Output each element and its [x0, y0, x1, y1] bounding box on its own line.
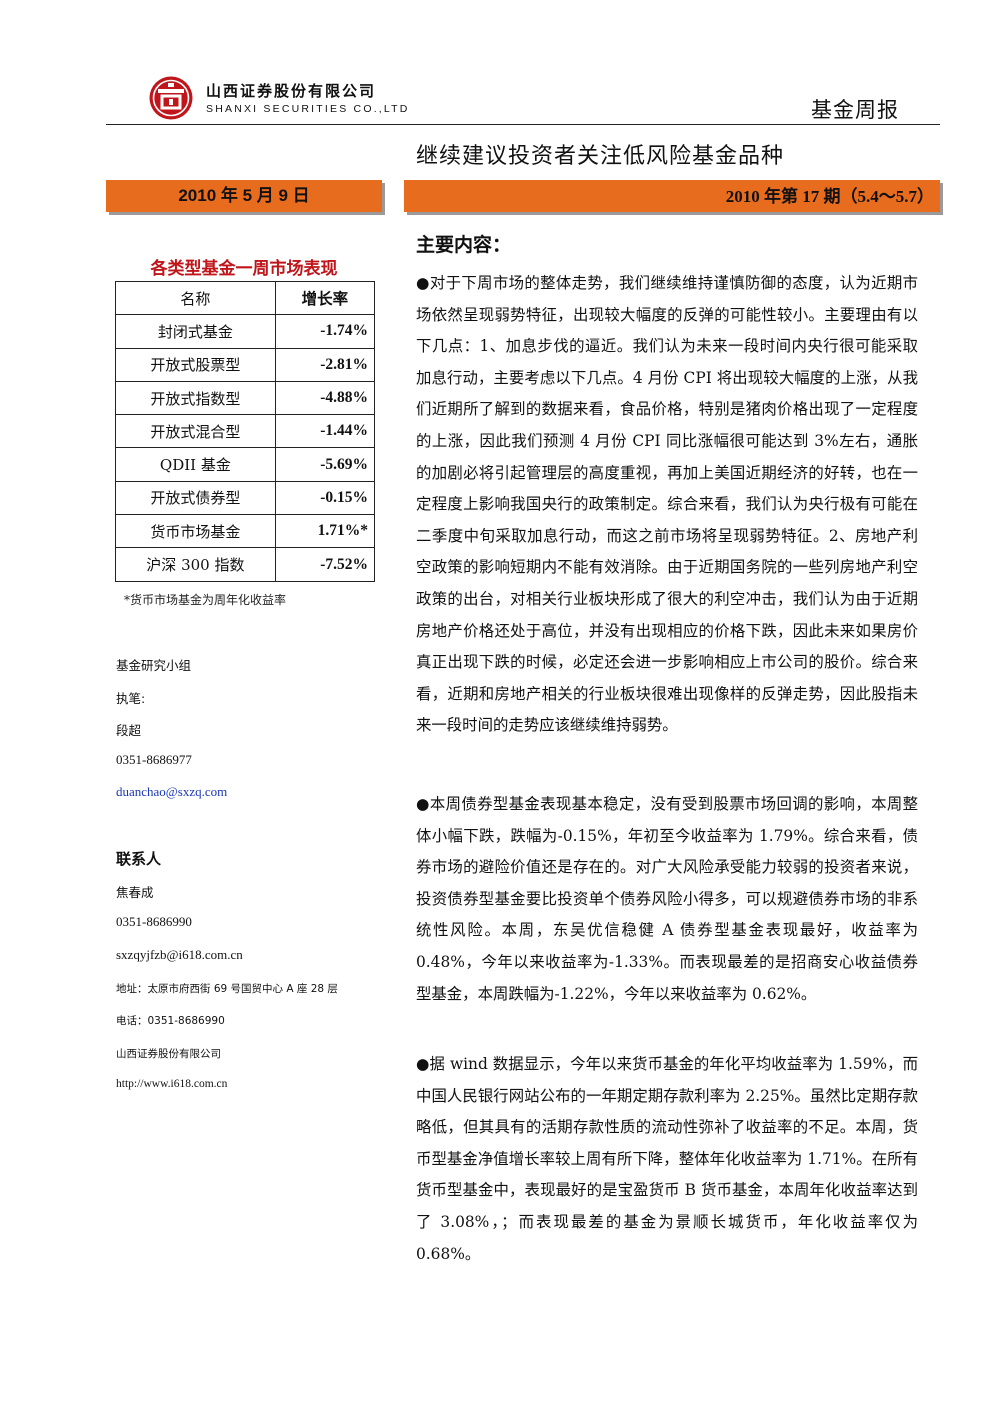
- company-name-cn: 山西证券股份有限公司: [206, 82, 377, 100]
- author-name: 段超: [116, 723, 142, 738]
- contact-heading: 联系人: [116, 850, 162, 868]
- table-title: 各类型基金一周市场表现: [150, 259, 338, 279]
- fund-type-rate: -5.69%: [274, 447, 376, 482]
- fund-type-name: 开放式指数型: [115, 380, 276, 416]
- author-label: 执笔:: [116, 691, 146, 706]
- company-tel: 电话：0351-8686990: [116, 1015, 225, 1027]
- table-row: 开放式股票型 -2.81%: [115, 347, 376, 382]
- column-header-name: 名称: [115, 280, 276, 316]
- fund-type-rate: -7.52%: [274, 547, 376, 582]
- table-header-row: 名称 增长率: [115, 280, 376, 316]
- report-type: 基金周报: [811, 98, 899, 122]
- table-row: 封闭式基金 -1.74%: [115, 314, 376, 349]
- table-row: 沪深 300 指数 -7.52%: [115, 547, 376, 582]
- bullet-icon: ●: [416, 274, 430, 292]
- company-name-footer: 山西证券股份有限公司: [116, 1048, 221, 1060]
- research-group: 基金研究小组: [116, 658, 192, 673]
- fund-type-rate: 1.71%*: [274, 514, 376, 549]
- fund-type-name: 开放式混合型: [115, 414, 276, 449]
- contact-email: sxzqyjfzb@i618.com.cn: [116, 947, 243, 962]
- column-header-rate: 增长率: [274, 280, 376, 316]
- fund-type-name: QDII 基金: [115, 447, 276, 482]
- fund-type-name: 开放式债券型: [115, 480, 276, 516]
- table-row: 开放式混合型 -1.44%: [115, 414, 376, 449]
- paragraph-text: 本周债券型基金表现基本稳定，没有受到股票市场回调的影响，本周整体小幅下跌，跌幅为…: [416, 795, 918, 1003]
- fund-type-rate: -2.81%: [274, 347, 376, 382]
- author-phone: 0351-8686977: [116, 752, 192, 767]
- paragraph-money-market: ●据 wind 数据显示，今年以来货币基金的年化平均收益率为 1.59%，而中国…: [416, 1049, 918, 1270]
- author-email-link[interactable]: duanchao@sxzq.com: [116, 784, 228, 799]
- report-title: 继续建议投资者关注低风险基金品种: [416, 144, 785, 169]
- bullet-icon: ●: [416, 795, 430, 813]
- company-logo-icon: [149, 76, 193, 120]
- table-footnote: *货币市场基金为周年化收益率: [124, 593, 287, 607]
- company-name-en: SHANXI SECURITIES CO.,LTD: [206, 103, 410, 115]
- content-heading: 主要内容：: [416, 234, 512, 256]
- table-row: 开放式指数型 -4.88%: [115, 380, 376, 416]
- company-address: 地址：太原市府西街 69 号国贸中心 A 座 28 层: [116, 983, 338, 995]
- fund-type-rate: -1.44%: [274, 414, 376, 449]
- fund-type-name: 封闭式基金: [115, 314, 276, 349]
- fund-type-name: 货币市场基金: [115, 514, 276, 549]
- table-row: 开放式债券型 -0.15%: [115, 480, 376, 516]
- paragraph-text: 据 wind 数据显示，今年以来货币基金的年化平均收益率为 1.59%，而中国人…: [416, 1055, 918, 1263]
- fund-type-rate: -0.15%: [274, 480, 376, 516]
- fund-performance-table: 名称 增长率 封闭式基金 -1.74% 开放式股票型 -2.81% 开放式指数型…: [115, 280, 376, 582]
- paragraph-bond-funds: ●本周债券型基金表现基本稳定，没有受到股票市场回调的影响，本周整体小幅下跌，跌幅…: [416, 789, 918, 1010]
- contact-name: 焦春成: [116, 885, 154, 900]
- fund-type-name: 沪深 300 指数: [115, 547, 276, 582]
- fund-type-rate: -1.74%: [274, 314, 376, 349]
- table-row: QDII 基金 -5.69%: [115, 447, 376, 482]
- bullet-icon: ●: [416, 1055, 430, 1073]
- table-row: 货币市场基金 1.71%*: [115, 514, 376, 549]
- fund-type-rate: -4.88%: [274, 380, 376, 416]
- date-bar: 2010 年 5 月 9 日: [106, 180, 382, 212]
- contact-phone: 0351-8686990: [116, 914, 192, 929]
- header-divider: [106, 124, 940, 125]
- company-website-link[interactable]: http://www.i618.com.cn: [116, 1078, 228, 1090]
- paragraph-text: 对于下周市场的整体走势，我们继续维持谨慎防御的态度，认为近期市场依然呈现弱势特征…: [416, 274, 918, 735]
- issue-bar: 2010 年第 17 期（5.4～5.7）: [404, 180, 940, 212]
- paragraph-market-outlook: ●对于下周市场的整体走势，我们继续维持谨慎防御的态度，认为近期市场依然呈现弱势特…: [416, 268, 918, 742]
- fund-type-name: 开放式股票型: [115, 347, 276, 382]
